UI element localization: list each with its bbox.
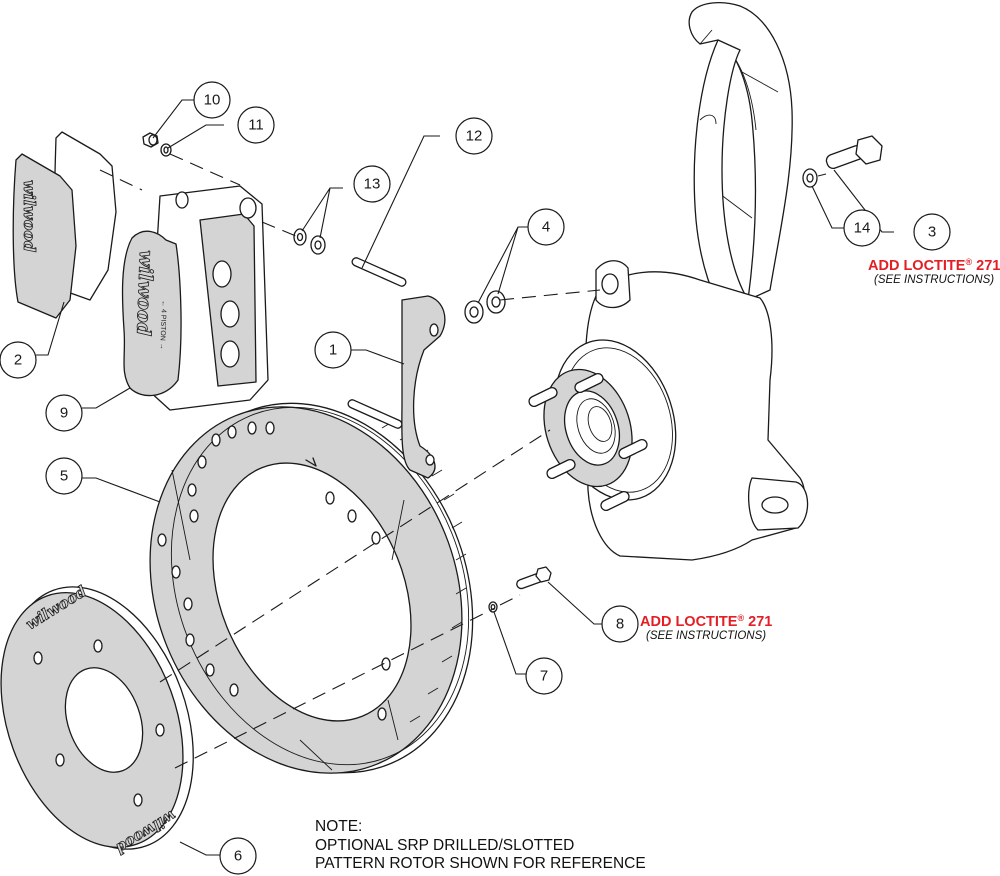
rotor [149, 402, 474, 774]
loctite-warning: ADD LOCTITE® 271 [640, 613, 773, 630]
steering-knuckle [543, 1, 809, 561]
svg-text:5: 5 [60, 468, 68, 485]
svg-text:14: 14 [854, 220, 871, 237]
callout-13: 13 [353, 165, 391, 203]
svg-text:1: 1 [329, 342, 337, 359]
wheel-studs [528, 372, 648, 512]
hat-bolt [516, 566, 552, 590]
callout-9: 9 [45, 394, 83, 432]
see-instructions-label: (SEE INSTRUCTIONS) [874, 274, 995, 286]
caliper: wilwood ← 4 PISTON → [121, 185, 269, 411]
svg-text:9: 9 [60, 405, 68, 422]
bracket-mounting-bolt [825, 135, 883, 170]
brake-pads: wilwood [12, 131, 117, 319]
caliper-logo: wilwood [132, 250, 157, 336]
loctite-note-bolt-8: ADD LOCTITE® 271 (SEE INSTRUCTIONS) [640, 610, 772, 643]
svg-text:10: 10 [204, 92, 221, 109]
caliper-washer [160, 143, 172, 157]
loctite-note-bolt-3: ADD LOCTITE® 271 (SEE INSTRUCTIONS) [868, 254, 1000, 287]
wheel-stud [528, 386, 558, 408]
svg-text:6: 6 [234, 848, 242, 865]
rotor-drill-holes [157, 421, 391, 721]
note-heading: NOTE: [315, 818, 363, 835]
loctite-warning: ADD LOCTITE® 271 [868, 257, 1000, 274]
svg-text:8: 8 [616, 616, 624, 633]
callout-5: 5 [45, 457, 83, 495]
caliper-bracket [401, 295, 446, 479]
svg-text:13: 13 [364, 176, 381, 193]
assembly-axis-lines [99, 153, 827, 769]
callout-12: 12 [455, 117, 493, 155]
callout-10: 10 [193, 81, 231, 119]
wheel-stud [618, 438, 648, 460]
pad-logo: wilwood [20, 180, 39, 252]
callout-14: 14 [843, 209, 881, 247]
callout-1: 1 [314, 331, 352, 369]
caliper-stud [347, 257, 407, 429]
caliper-shim-washers [293, 228, 326, 255]
callout-2: 2 [0, 341, 37, 379]
wheel-stud [574, 372, 604, 394]
rotor-hat: wilwood wilwood [0, 582, 194, 858]
bolt-washer [802, 168, 818, 188]
note-line-2: PATTERN ROTOR SHOWN FOR REFERENCE [315, 855, 646, 872]
note-line-1: OPTIONAL SRP DRILLED/SLOTTED [315, 836, 575, 854]
wheel-stud [546, 458, 576, 480]
svg-text:12: 12 [466, 128, 483, 145]
callout-8: 8 [601, 605, 639, 643]
wheel-stud [600, 490, 630, 512]
svg-text:2: 2 [14, 352, 22, 369]
svg-text:3: 3 [928, 224, 936, 241]
bracket-shim-washers [464, 290, 506, 324]
rotation-arrow-icon [305, 457, 317, 467]
svg-text:4: 4 [542, 219, 550, 236]
callout-11: 11 [237, 106, 275, 144]
svg-text:7: 7 [540, 668, 548, 685]
svg-text:11: 11 [248, 117, 264, 134]
callout-7: 7 [525, 657, 563, 695]
caliper-piston-label: ← 4 PISTON → [158, 300, 167, 350]
callout-6: 6 [219, 837, 257, 875]
callout-3: 3 [913, 213, 951, 251]
see-instructions-label: (SEE INSTRUCTIONS) [646, 630, 767, 642]
callout-4: 4 [527, 208, 565, 246]
rotor-note: NOTE: OPTIONAL SRP DRILLED/SLOTTED PATTE… [315, 818, 646, 874]
leader-lines [36, 99, 894, 856]
